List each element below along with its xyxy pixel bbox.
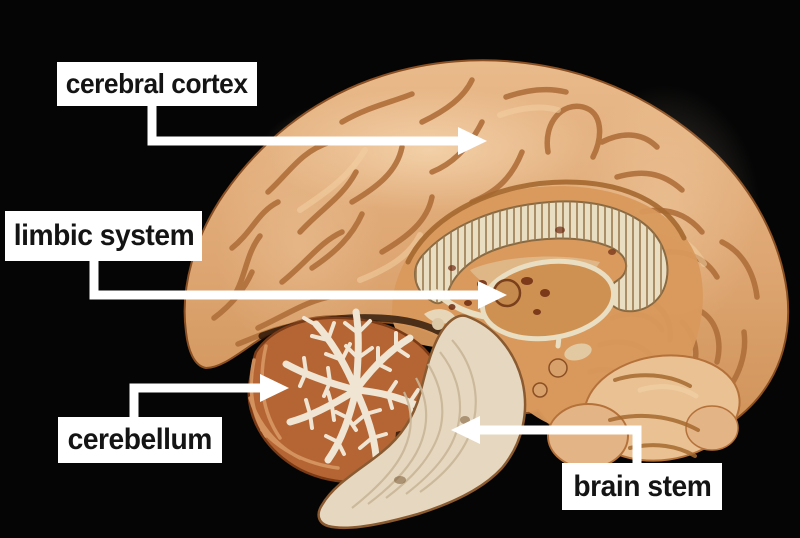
limbic-system-arrow [89,260,507,309]
limbic-system-arrowhead [478,281,507,309]
corpus-callosum [414,200,669,313]
label-cerebellum-text: cerebellum [67,423,213,456]
tectum-wiggle [424,309,456,324]
gyri-highlight-lines [297,104,707,283]
label-brain-stem: brain stem [562,463,722,510]
cerebellum-arrow [129,374,289,418]
pituitary-knob [532,382,548,398]
cortex-sheen-left [215,145,385,355]
brain-stem-specks [394,416,470,484]
arbor-vitae-twigs [298,316,420,456]
colliculus-bump-upper [432,318,444,330]
brain-stem-arrowhead [451,416,480,444]
arbor-vitae-main-branches [282,308,430,464]
cerebral-cortex-arrow [147,104,487,155]
optic-chiasm [564,343,592,361]
label-brain-stem-text: brain stem [573,469,711,503]
label-limbic-system-text: limbic system [13,219,194,252]
annotation-arrows [89,104,642,464]
callosum-dark-specks [448,226,616,271]
mammillary-body [548,358,568,378]
cerebral-cortex-arrowhead [458,127,487,155]
brain-stem-arrow [451,416,642,464]
label-cerebellum: cerebellum [58,417,222,463]
label-limbic-system: limbic system [5,211,202,261]
cerebellum-arrowhead [260,374,289,402]
brain-model [183,59,790,530]
label-cerebral-cortex-text: cerebral cortex [66,68,248,99]
uncus-bump [685,405,739,451]
temporal-lobe-lump-small [547,403,629,469]
thalamus-shape [479,258,617,342]
label-cerebral-cortex: cerebral cortex [57,62,257,106]
cingulate-sulcus-line [405,179,687,265]
brain-stem-shape [317,314,527,530]
temporal-highlight-line [637,384,699,399]
corpus-callosum-hatching [415,201,668,312]
brain-stem-structure [317,314,527,530]
